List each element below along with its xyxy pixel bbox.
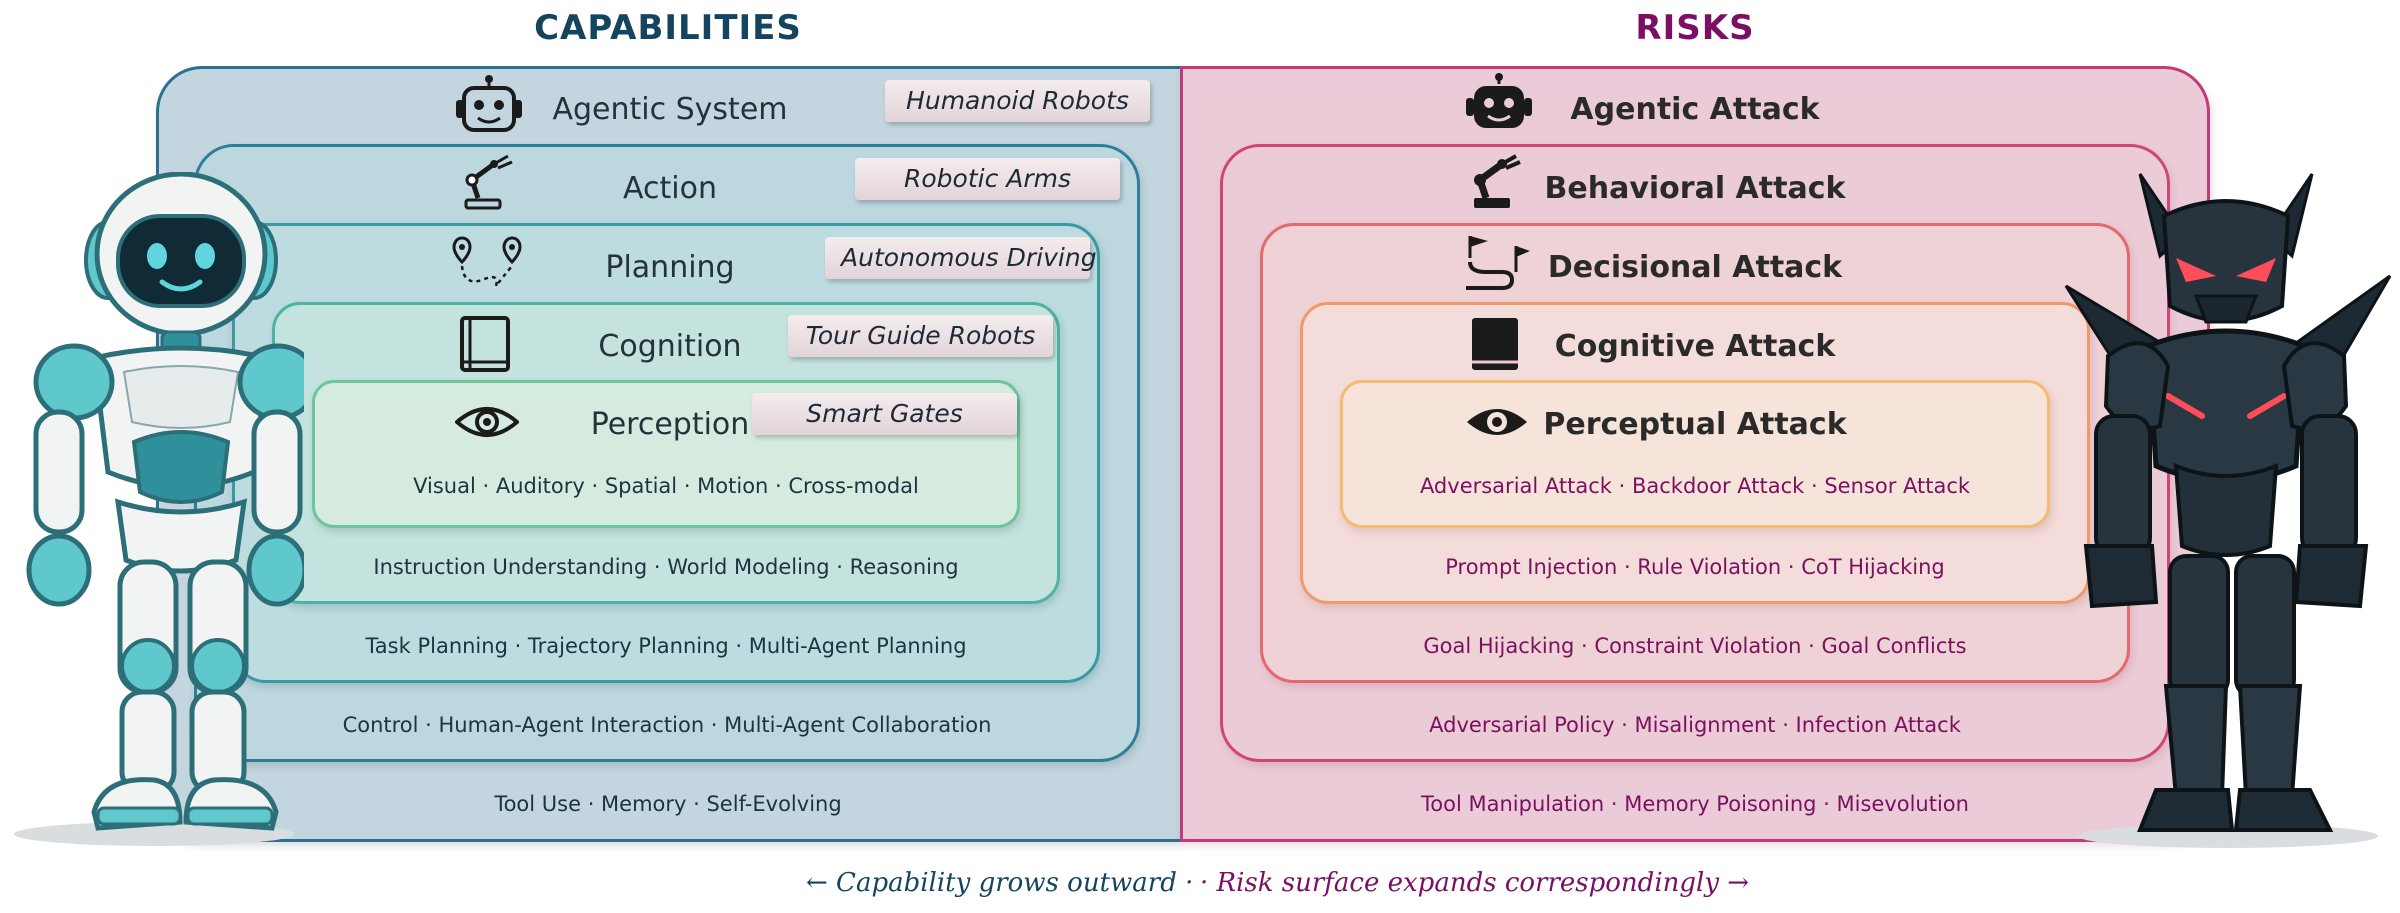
robot-head-icon — [456, 75, 522, 132]
footer-capability-note: ← Capability grows outward · — [806, 868, 1194, 898]
example-tag-robotic-arms: Robotic Arms — [855, 158, 1120, 200]
capabilities-heading: CAPABILITIES — [534, 8, 802, 48]
route-pins-icon — [452, 236, 522, 287]
capability-items-perception: Visual · Auditory · Spatial · Motion · C… — [413, 474, 919, 498]
hostile-robot-illustration — [2064, 173, 2392, 848]
robotic-arm-icon — [1474, 154, 1521, 208]
route-flags-icon — [1466, 236, 1530, 290]
risk-title-agentic-attack: Agentic Attack — [1570, 92, 1820, 127]
robotic-arm-icon — [464, 154, 513, 210]
risk-items-behavioral-attack: Adversarial Policy · Misalignment · Infe… — [1429, 713, 1961, 737]
risk-title-decisional-attack: Decisional Attack — [1547, 250, 1843, 285]
risk-layer-perceptual-attack — [1340, 380, 2050, 528]
capability-title-agentic-system: Agentic System — [552, 92, 788, 127]
risk-title-cognitive-attack: Cognitive Attack — [1554, 329, 1836, 364]
risk-items-perceptual-attack: Adversarial Attack · Backdoor Attack · S… — [1419, 474, 1971, 498]
eye-icon — [1467, 409, 1527, 435]
example-tag-smart-gates: Smart Gates — [752, 393, 1017, 435]
footer-risk-note: · Risk surface expands correspondingly → — [1200, 868, 1750, 898]
book-icon — [1472, 318, 1518, 370]
robot-head-icon — [1466, 73, 1532, 128]
capability-title-cognition: Cognition — [598, 329, 742, 364]
example-tag-autonomous-driving: Autonomous Driving — [825, 237, 1097, 279]
risk-items-cognitive-attack: Prompt Injection · Rule Violation · CoT … — [1445, 555, 1945, 579]
capability-items-cognition: Instruction Understanding · World Modeli… — [373, 555, 959, 579]
risk-title-behavioral-attack: Behavioral Attack — [1544, 171, 1846, 206]
example-tag-tour-guide-robots: Tour Guide Robots — [788, 315, 1053, 357]
example-tag-humanoid-robots: Humanoid Robots — [885, 80, 1150, 122]
book-icon — [460, 316, 510, 372]
eye-icon — [455, 407, 519, 437]
capability-title-action: Action — [623, 171, 717, 206]
capability-title-perception: Perception — [590, 407, 750, 442]
risk-items-decisional-attack: Goal Hijacking · Constraint Violation · … — [1423, 634, 1967, 658]
capability-title-planning: Planning — [605, 250, 735, 285]
friendly-robot-illustration — [14, 172, 304, 846]
capability-items-action: Control · Human-Agent Interaction · Mult… — [342, 713, 992, 737]
risks-heading: RISKS — [1635, 8, 1755, 48]
risk-items-agentic-attack: Tool Manipulation · Memory Poisoning · M… — [1421, 792, 1969, 816]
risk-title-perceptual-attack: Perceptual Attack — [1543, 407, 1847, 442]
capability-items-planning: Task Planning · Trajectory Planning · Mu… — [365, 634, 967, 658]
capability-items-agentic-system: Tool Use · Memory · Self-Evolving — [494, 792, 842, 816]
